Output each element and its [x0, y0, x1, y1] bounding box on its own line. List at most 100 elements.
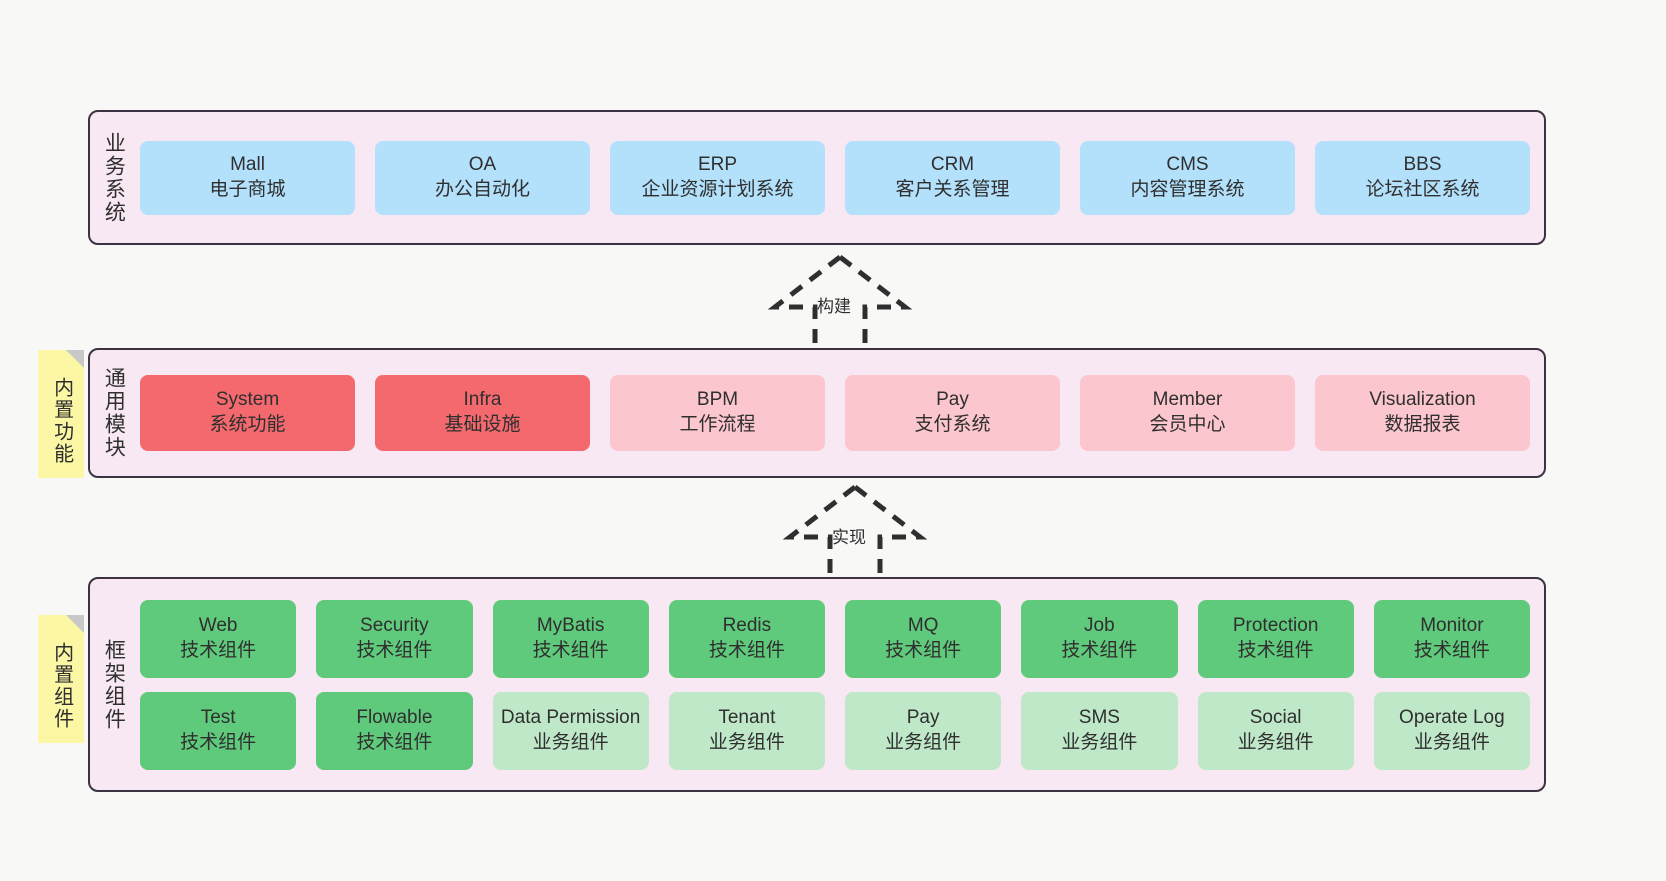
node-sms[interactable]: SMS 业务组件 [1021, 691, 1178, 770]
node-title: Social [1249, 706, 1302, 728]
node-desc: 技术组件 [1237, 639, 1314, 661]
layer-framework-components: 框架组件 Web 技术组件 Security 技术组件 MyBatis 技术组件… [88, 577, 1546, 792]
dashed-up-arrow-icon [782, 485, 928, 585]
connector-label-realize: 实现 [832, 528, 866, 547]
layer-title-common-modules: 通用模块 [102, 367, 126, 459]
node-pay-component[interactable]: Pay 业务组件 [845, 691, 1002, 770]
node-desc: 技术组件 [180, 731, 257, 753]
node-desc: 技术组件 [708, 639, 785, 661]
node-row: Web 技术组件 Security 技术组件 MyBatis 技术组件 Redi… [140, 599, 1530, 678]
node-title: MyBatis [536, 614, 605, 636]
node-desc: 办公自动化 [434, 178, 530, 200]
node-desc: 内容管理系统 [1130, 178, 1245, 200]
node-title: BPM [696, 389, 739, 411]
node-pay-module[interactable]: Pay 支付系统 [845, 375, 1060, 451]
node-mq[interactable]: MQ 技术组件 [845, 599, 1002, 678]
node-data-permission[interactable]: Data Permission 业务组件 [492, 691, 649, 770]
node-desc: 业务组件 [1237, 731, 1314, 753]
node-infra[interactable]: Infra 基础设施 [375, 375, 590, 451]
node-desc: 会员中心 [1149, 414, 1226, 435]
node-desc: 技术组件 [885, 639, 962, 661]
node-redis[interactable]: Redis 技术组件 [668, 599, 825, 678]
node-test[interactable]: Test 技术组件 [140, 691, 297, 770]
node-monitor[interactable]: Monitor 技术组件 [1373, 599, 1530, 678]
node-mybatis[interactable]: MyBatis 技术组件 [492, 599, 649, 678]
note-label: 内置组件 [50, 642, 73, 730]
node-cms[interactable]: CMS 内容管理系统 [1080, 140, 1295, 215]
node-desc: 基础设施 [444, 414, 521, 435]
node-row: Test 技术组件 Flowable 技术组件 Data Permission … [140, 691, 1530, 770]
layer-body-common-modules: System 系统功能 Infra 基础设施 BPM 工作流程 Pay 支付系统… [136, 350, 1544, 476]
layer-body-business-system: Mall 电子商城 OA 办公自动化 ERP 企业资源计划系统 CRM 客户关系… [136, 112, 1544, 243]
node-title: Mall [230, 153, 265, 175]
node-title: BBS [1403, 153, 1442, 175]
layer-body-framework-components: Web 技术组件 Security 技术组件 MyBatis 技术组件 Redi… [136, 579, 1544, 790]
node-title: Security [360, 614, 429, 636]
node-system[interactable]: System 系统功能 [140, 375, 355, 451]
layer-title-framework-components: 框架组件 [102, 638, 126, 731]
node-desc: 技术组件 [356, 731, 433, 753]
node-desc: 系统功能 [209, 414, 286, 435]
node-bpm[interactable]: BPM 工作流程 [610, 375, 825, 451]
node-title: Operate Log [1399, 706, 1505, 728]
node-desc: 技术组件 [1413, 639, 1490, 661]
node-crm[interactable]: CRM 客户关系管理 [845, 140, 1060, 215]
node-title: Tenant [718, 706, 776, 728]
node-title: CRM [930, 153, 975, 175]
node-title: Redis [722, 614, 772, 636]
node-protection[interactable]: Protection 技术组件 [1197, 599, 1354, 678]
node-title: SMS [1078, 706, 1120, 728]
node-visualization[interactable]: Visualization 数据报表 [1315, 375, 1530, 451]
node-title: Visualization [1369, 389, 1476, 411]
node-row: Mall 电子商城 OA 办公自动化 ERP 企业资源计划系统 CRM 客户关系… [140, 140, 1530, 215]
node-title: Pay [936, 389, 969, 411]
node-title: Web [198, 614, 238, 636]
node-tenant[interactable]: Tenant 业务组件 [668, 691, 825, 770]
node-title: CMS [1166, 153, 1209, 175]
node-desc: 工作流程 [679, 414, 756, 435]
node-desc: 业务组件 [532, 731, 609, 753]
builtin-component-note: 内置组件 [38, 615, 84, 743]
node-desc: 技术组件 [180, 639, 257, 661]
node-row: System 系统功能 Infra 基础设施 BPM 工作流程 Pay 支付系统… [140, 375, 1530, 451]
node-title: ERP [697, 153, 738, 175]
layer-title-business-system: 业务系统 [102, 131, 126, 224]
node-desc: 业务组件 [1413, 731, 1490, 753]
node-security[interactable]: Security 技术组件 [316, 599, 473, 678]
node-oa[interactable]: OA 办公自动化 [375, 140, 590, 215]
node-desc: 企业资源计划系统 [641, 178, 794, 200]
node-erp[interactable]: ERP 企业资源计划系统 [610, 140, 825, 215]
node-desc: 论坛社区系统 [1365, 178, 1480, 200]
node-title: MQ [907, 614, 939, 636]
node-desc: 客户关系管理 [895, 178, 1010, 200]
node-desc: 技术组件 [1061, 639, 1138, 661]
node-job[interactable]: Job 技术组件 [1021, 599, 1178, 678]
node-desc: 支付系统 [914, 414, 991, 435]
node-title: Protection [1232, 614, 1319, 636]
node-member[interactable]: Member 会员中心 [1080, 375, 1295, 451]
node-desc: 技术组件 [356, 639, 433, 661]
node-title: Monitor [1420, 614, 1484, 636]
dashed-up-arrow-icon [767, 255, 913, 355]
node-title: System [215, 389, 280, 411]
node-mall[interactable]: Mall 电子商城 [140, 140, 355, 215]
node-desc: 业务组件 [708, 731, 785, 753]
node-social[interactable]: Social 业务组件 [1197, 691, 1354, 770]
note-label: 内置功能 [50, 377, 73, 465]
node-title: Flowable [356, 706, 433, 728]
node-title: Test [200, 706, 236, 728]
node-title: Infra [463, 389, 502, 411]
node-flowable[interactable]: Flowable 技术组件 [316, 691, 473, 770]
node-desc: 数据报表 [1384, 414, 1461, 435]
node-desc: 业务组件 [1061, 731, 1138, 753]
node-web[interactable]: Web 技术组件 [140, 599, 297, 678]
node-bbs[interactable]: BBS 论坛社区系统 [1315, 140, 1530, 215]
node-title: Pay [906, 706, 940, 728]
node-operate-log[interactable]: Operate Log 业务组件 [1373, 691, 1530, 770]
connector-realize-arrow [760, 475, 950, 585]
node-desc: 业务组件 [885, 731, 962, 753]
node-title: Data Permission [500, 706, 641, 728]
node-title: Job [1084, 614, 1115, 636]
node-title: OA [468, 153, 497, 175]
